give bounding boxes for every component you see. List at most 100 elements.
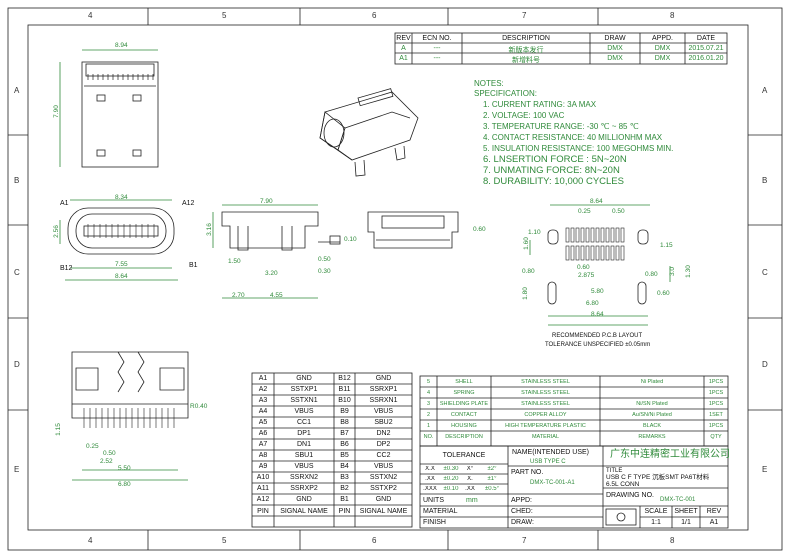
- pin-number: B9: [340, 408, 349, 415]
- dim-pcb-12: 5.80: [591, 288, 604, 295]
- pin-number: A9: [258, 463, 268, 470]
- dim-rear-a: 0.60: [473, 226, 486, 233]
- title-value: USB C F TYPE 沉板SMT PA6T材料: [606, 474, 710, 481]
- pin-number: B6: [340, 441, 349, 448]
- bom-cell: Ni Plated: [640, 379, 664, 385]
- zone-col-8-bottom: 8: [670, 536, 675, 545]
- bom-cell: 1PCS: [708, 401, 724, 407]
- tolerance-cell: ±0.20: [443, 476, 459, 482]
- bom-header: MATERIAL: [531, 434, 560, 440]
- pin-table-header: PIN: [257, 508, 269, 515]
- dim-bottom-d: 5.50: [118, 465, 131, 472]
- rev-cell: 新增料号: [512, 57, 540, 64]
- dim-side-width: 7.90: [260, 198, 273, 205]
- pin-number: B12: [338, 375, 351, 382]
- material-label: MATERIAL: [423, 508, 458, 515]
- rev-header-appd: APPD.: [651, 35, 673, 42]
- bom-cell: STAINLESS STEEL: [521, 379, 570, 385]
- zone-row-e-right: E: [762, 465, 768, 474]
- note-item: 4. CONTACT RESISTANCE: 40 MILLIONHM MAX: [483, 133, 663, 142]
- outer-frame: [7, 7, 783, 551]
- signal-name: SBU1: [294, 452, 314, 459]
- scale-value: 1:1: [651, 519, 661, 526]
- pcb-tolerance: TOLERANCE UNSPECIFIED ±0.05mm: [545, 342, 651, 348]
- part-no-value: DMX-TC-001-A1: [530, 480, 575, 486]
- bom-cell: 1PCS: [708, 379, 724, 385]
- rev-cell: 新版本发行: [508, 47, 544, 54]
- dim-pcb-4: 1.60: [522, 237, 530, 250]
- bom-header: NO.: [423, 434, 434, 440]
- notes-spec: SPECIFICATION:: [474, 89, 537, 98]
- zone-col-7-bottom: 7: [522, 536, 527, 545]
- note-item: 1. CURRENT RATING: 3A MAX: [483, 100, 597, 109]
- pin-number: B1: [340, 496, 349, 503]
- pcb-title: RECOMMENDED P.C.B LAYOUT: [552, 333, 643, 339]
- signal-name: VBUS: [294, 408, 314, 415]
- bom-cell: STAINLESS STEEL: [521, 401, 570, 407]
- dim-bottom-b: 0.50: [103, 450, 116, 457]
- draw-label: DRAW:: [511, 519, 534, 526]
- signal-name: SSRXN2: [289, 474, 318, 481]
- zone-col-7: 7: [522, 11, 527, 20]
- rev-value: A1: [709, 519, 719, 526]
- dim-pcb-13: 8.64: [591, 311, 604, 318]
- bom-cell: HIGH TEMPERATURE PLASTIC: [505, 423, 586, 429]
- bom-header: QTY: [710, 434, 722, 440]
- signal-name: GND: [296, 496, 312, 503]
- dim-pcb-16: 0.80: [645, 271, 658, 278]
- zone-col-4-bottom: 4: [88, 536, 93, 545]
- pin-number: A6: [258, 430, 268, 437]
- rev-cell: DMX: [607, 45, 623, 52]
- dim-pcb-5: 0.60: [577, 264, 590, 271]
- finish-label: FINISH: [423, 519, 446, 526]
- rev-cell: ---: [433, 45, 441, 52]
- pin-number: A8: [258, 452, 268, 459]
- signal-name: DN1: [296, 441, 311, 448]
- pin-number: B4: [340, 463, 349, 470]
- note-item: 7. UNMATING FORCE: 8N~20N: [483, 165, 620, 176]
- dim-pcb-9: 1.30: [684, 265, 692, 278]
- signal-name: VBUS: [373, 463, 394, 470]
- units-label: UNITS: [423, 497, 444, 504]
- zone-row-d-right: D: [762, 360, 768, 369]
- label-b12: B12: [60, 265, 73, 272]
- zone-col-5-bottom: 5: [222, 536, 227, 545]
- label-a1: A1: [60, 200, 69, 207]
- pin-number: A12: [256, 496, 270, 503]
- pin-number: B3: [340, 474, 349, 481]
- name-value: USB TYPE C: [530, 459, 566, 465]
- label-b1: B1: [189, 262, 198, 269]
- bom-cell: 1: [426, 423, 431, 429]
- name-label: NAME(INTENDED USE): [512, 449, 590, 456]
- rev-cell: 2016.01.20: [688, 55, 724, 62]
- inner-frame: [27, 24, 749, 531]
- tolerance-cell: .XX: [425, 476, 435, 482]
- tolerance-cell: ±0.5°: [484, 486, 500, 492]
- rev-header-draw: DRAW: [604, 35, 626, 42]
- zone-row-e: E: [14, 465, 20, 474]
- dim-side-c: 0.50: [318, 256, 331, 263]
- note-item: 8. DURABILITY: 10,000 CYCLES: [483, 176, 624, 187]
- bom-cell: 5: [426, 379, 431, 385]
- pin-number: A11: [257, 485, 269, 492]
- dim-pcb-10: 1.80: [521, 287, 529, 300]
- note-item: 3. TEMPERATURE RANGE: -30 ℃ ~ 85 ℃: [483, 122, 639, 131]
- rear-view: [329, 211, 459, 249]
- dim-pcb-14: 1.15: [660, 242, 673, 249]
- zone-col-8: 8: [670, 11, 675, 20]
- bom-cell: BLACK: [642, 423, 662, 429]
- tolerance-cell: ±0.10: [443, 486, 459, 492]
- bom-header: DESCRIPTION: [445, 434, 483, 440]
- signal-name: SSRXP2: [290, 485, 318, 492]
- signal-name: SSTXP1: [290, 386, 318, 393]
- dim-top-height: 7.90: [52, 105, 60, 118]
- note-item: 2. VOLTAGE: 100 VAC: [483, 111, 565, 120]
- notes-title: NOTES:: [474, 79, 504, 88]
- bom-cell: SHELL: [455, 379, 473, 385]
- dim-side-d: 0.30: [318, 268, 331, 275]
- pin-number: A3: [258, 397, 268, 404]
- dim-pcb-11: 6.80: [586, 300, 599, 307]
- pin-number: B2: [340, 485, 349, 492]
- dim-side-b: 3.20: [265, 270, 278, 277]
